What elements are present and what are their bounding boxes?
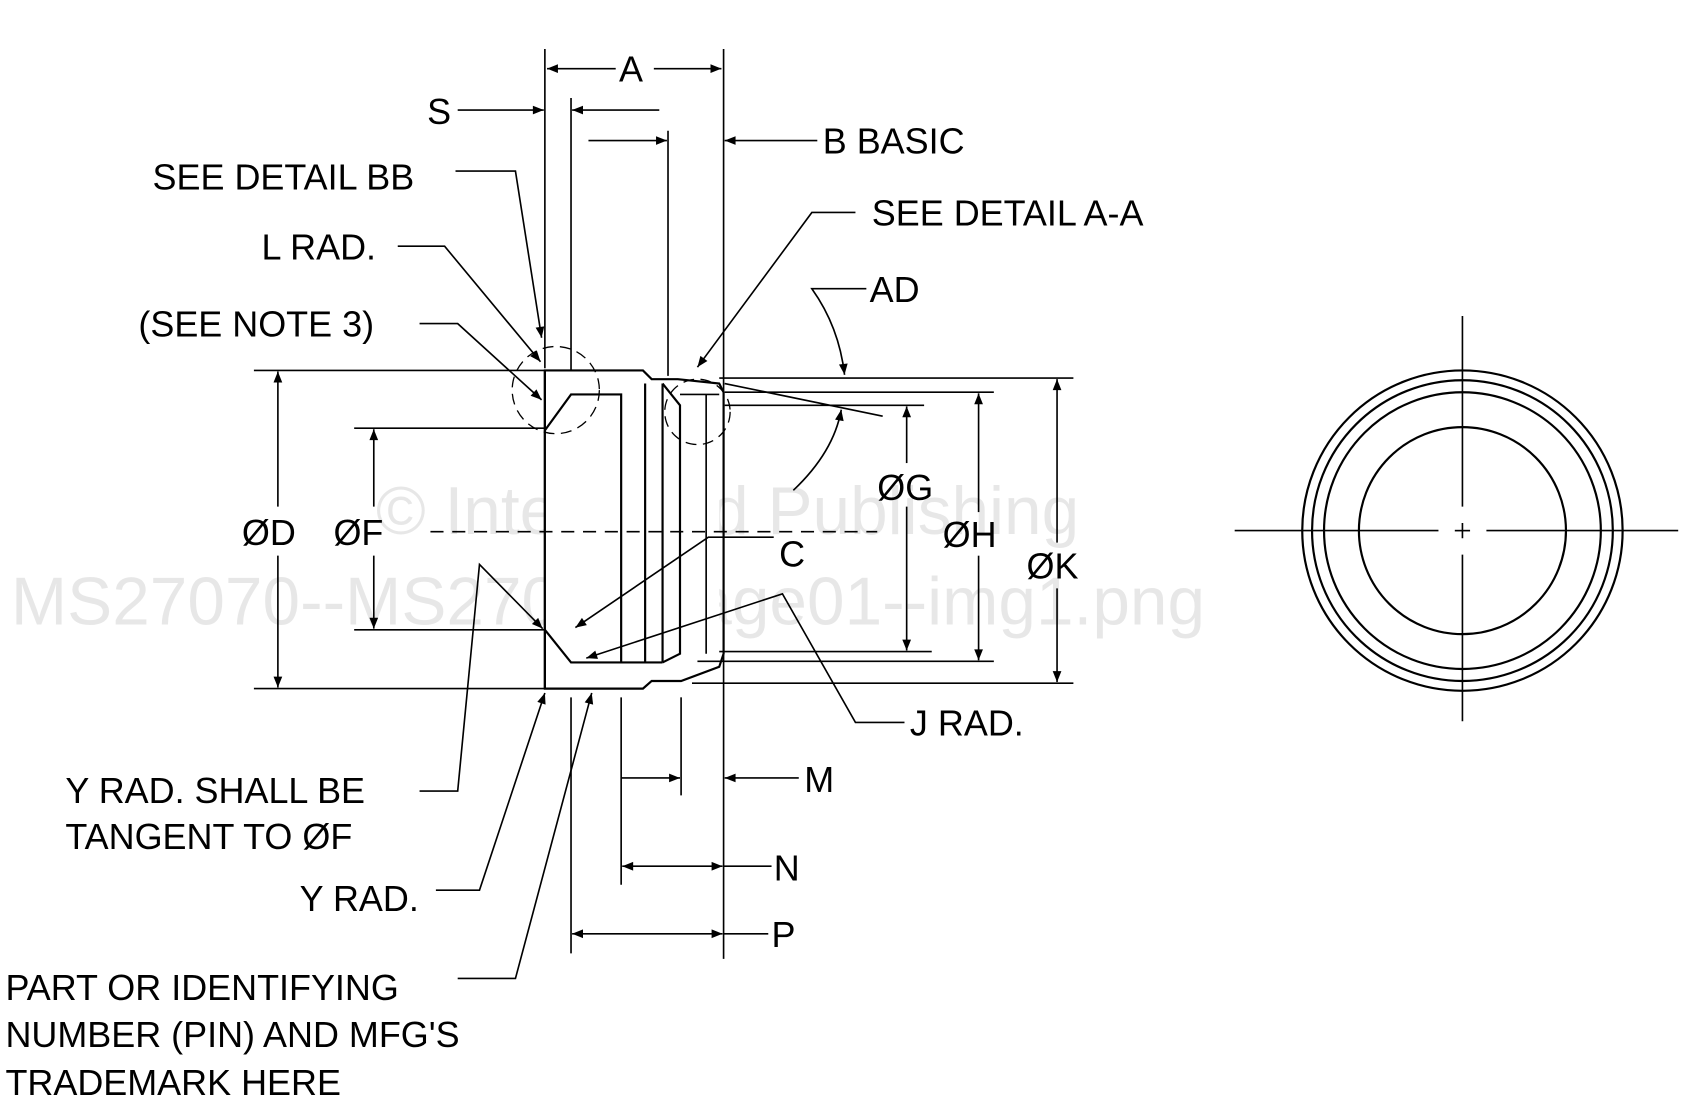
dim-k-label: ØK — [1027, 546, 1079, 587]
end-view — [1234, 315, 1679, 722]
extension-lines — [253, 49, 1074, 959]
see-detail-aa-label: SEE DETAIL A-A — [872, 193, 1144, 234]
see-note-3-label: (SEE NOTE 3) — [138, 304, 374, 345]
dim-g-label: ØG — [877, 467, 933, 508]
j-rad-label: J RAD. — [910, 702, 1024, 743]
dim-h-label: ØH — [943, 514, 997, 555]
pin-label-1: PART OR IDENTIFYING — [5, 967, 398, 1008]
dim-s-label: S — [427, 91, 451, 132]
see-detail-bb-label: SEE DETAIL BB — [153, 157, 415, 198]
pin-label-3: TRADEMARK HERE — [5, 1062, 340, 1103]
dim-n-label: N — [774, 847, 800, 888]
dim-m-label: M — [804, 759, 834, 800]
dim-p-label: P — [772, 914, 796, 955]
y-rad-tangent-label-2: TANGENT TO ØF — [65, 816, 352, 857]
dim-b-basic-label: B BASIC — [823, 121, 965, 162]
c-label: C — [779, 534, 805, 575]
part-section-view — [511, 345, 731, 690]
y-rad-label: Y RAD. — [300, 878, 419, 919]
y-rad-tangent-label-1: Y RAD. SHALL BE — [65, 770, 365, 811]
l-rad-label: L RAD. — [262, 226, 377, 267]
dim-d-label: ØD — [242, 512, 296, 553]
ad-label: AD — [870, 269, 920, 310]
dim-f-label: ØF — [333, 512, 383, 553]
pin-label-2: NUMBER (PIN) AND MFG'S — [5, 1014, 459, 1055]
dim-a-label: A — [619, 49, 643, 90]
